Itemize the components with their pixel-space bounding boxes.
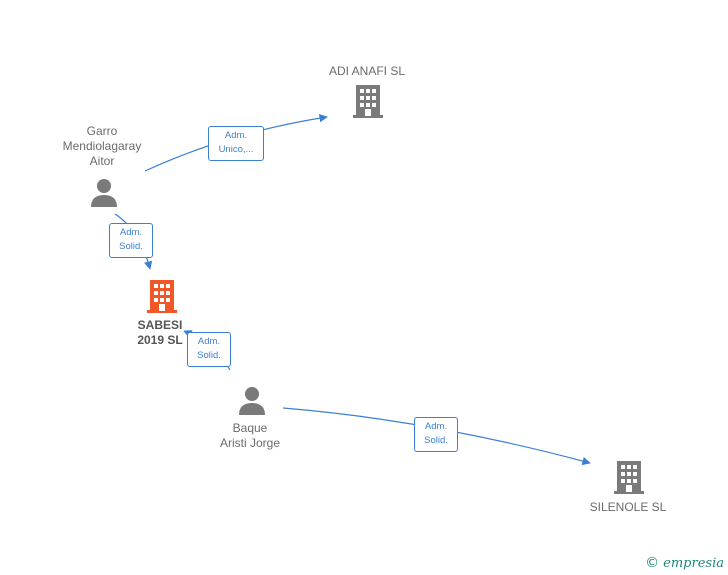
brand-logo: ©empresia bbox=[645, 555, 724, 571]
building-icon[interactable] bbox=[353, 85, 383, 118]
person-icon[interactable] bbox=[239, 387, 265, 415]
node-label-silenole[interactable]: SILENOLE SL bbox=[589, 500, 667, 514]
edge-label-baque-sabesi[interactable]: Adm. Solid. bbox=[187, 332, 231, 367]
node-label-adi-anafi[interactable]: ADI ANAFI SL bbox=[328, 64, 406, 78]
person-icon[interactable] bbox=[91, 179, 117, 207]
edge-label-baque-silenole[interactable]: Adm. Solid. bbox=[414, 417, 458, 452]
edge-label-garro-adi[interactable]: Adm. Unico,... bbox=[208, 126, 264, 161]
building-icon-focus[interactable] bbox=[147, 280, 177, 313]
copyright-icon: © bbox=[645, 555, 660, 571]
node-label-baque[interactable]: Baque Aristi Jorge bbox=[219, 421, 281, 450]
node-label-sabesi[interactable]: SABESI 2019 SL bbox=[137, 318, 183, 347]
brand-name: empresia bbox=[663, 556, 724, 571]
building-icon[interactable] bbox=[614, 461, 644, 494]
node-label-garro[interactable]: Garro Mendiolagaray Aitor bbox=[62, 124, 142, 168]
edge-label-garro-sabesi[interactable]: Adm. Solid. bbox=[109, 223, 153, 258]
